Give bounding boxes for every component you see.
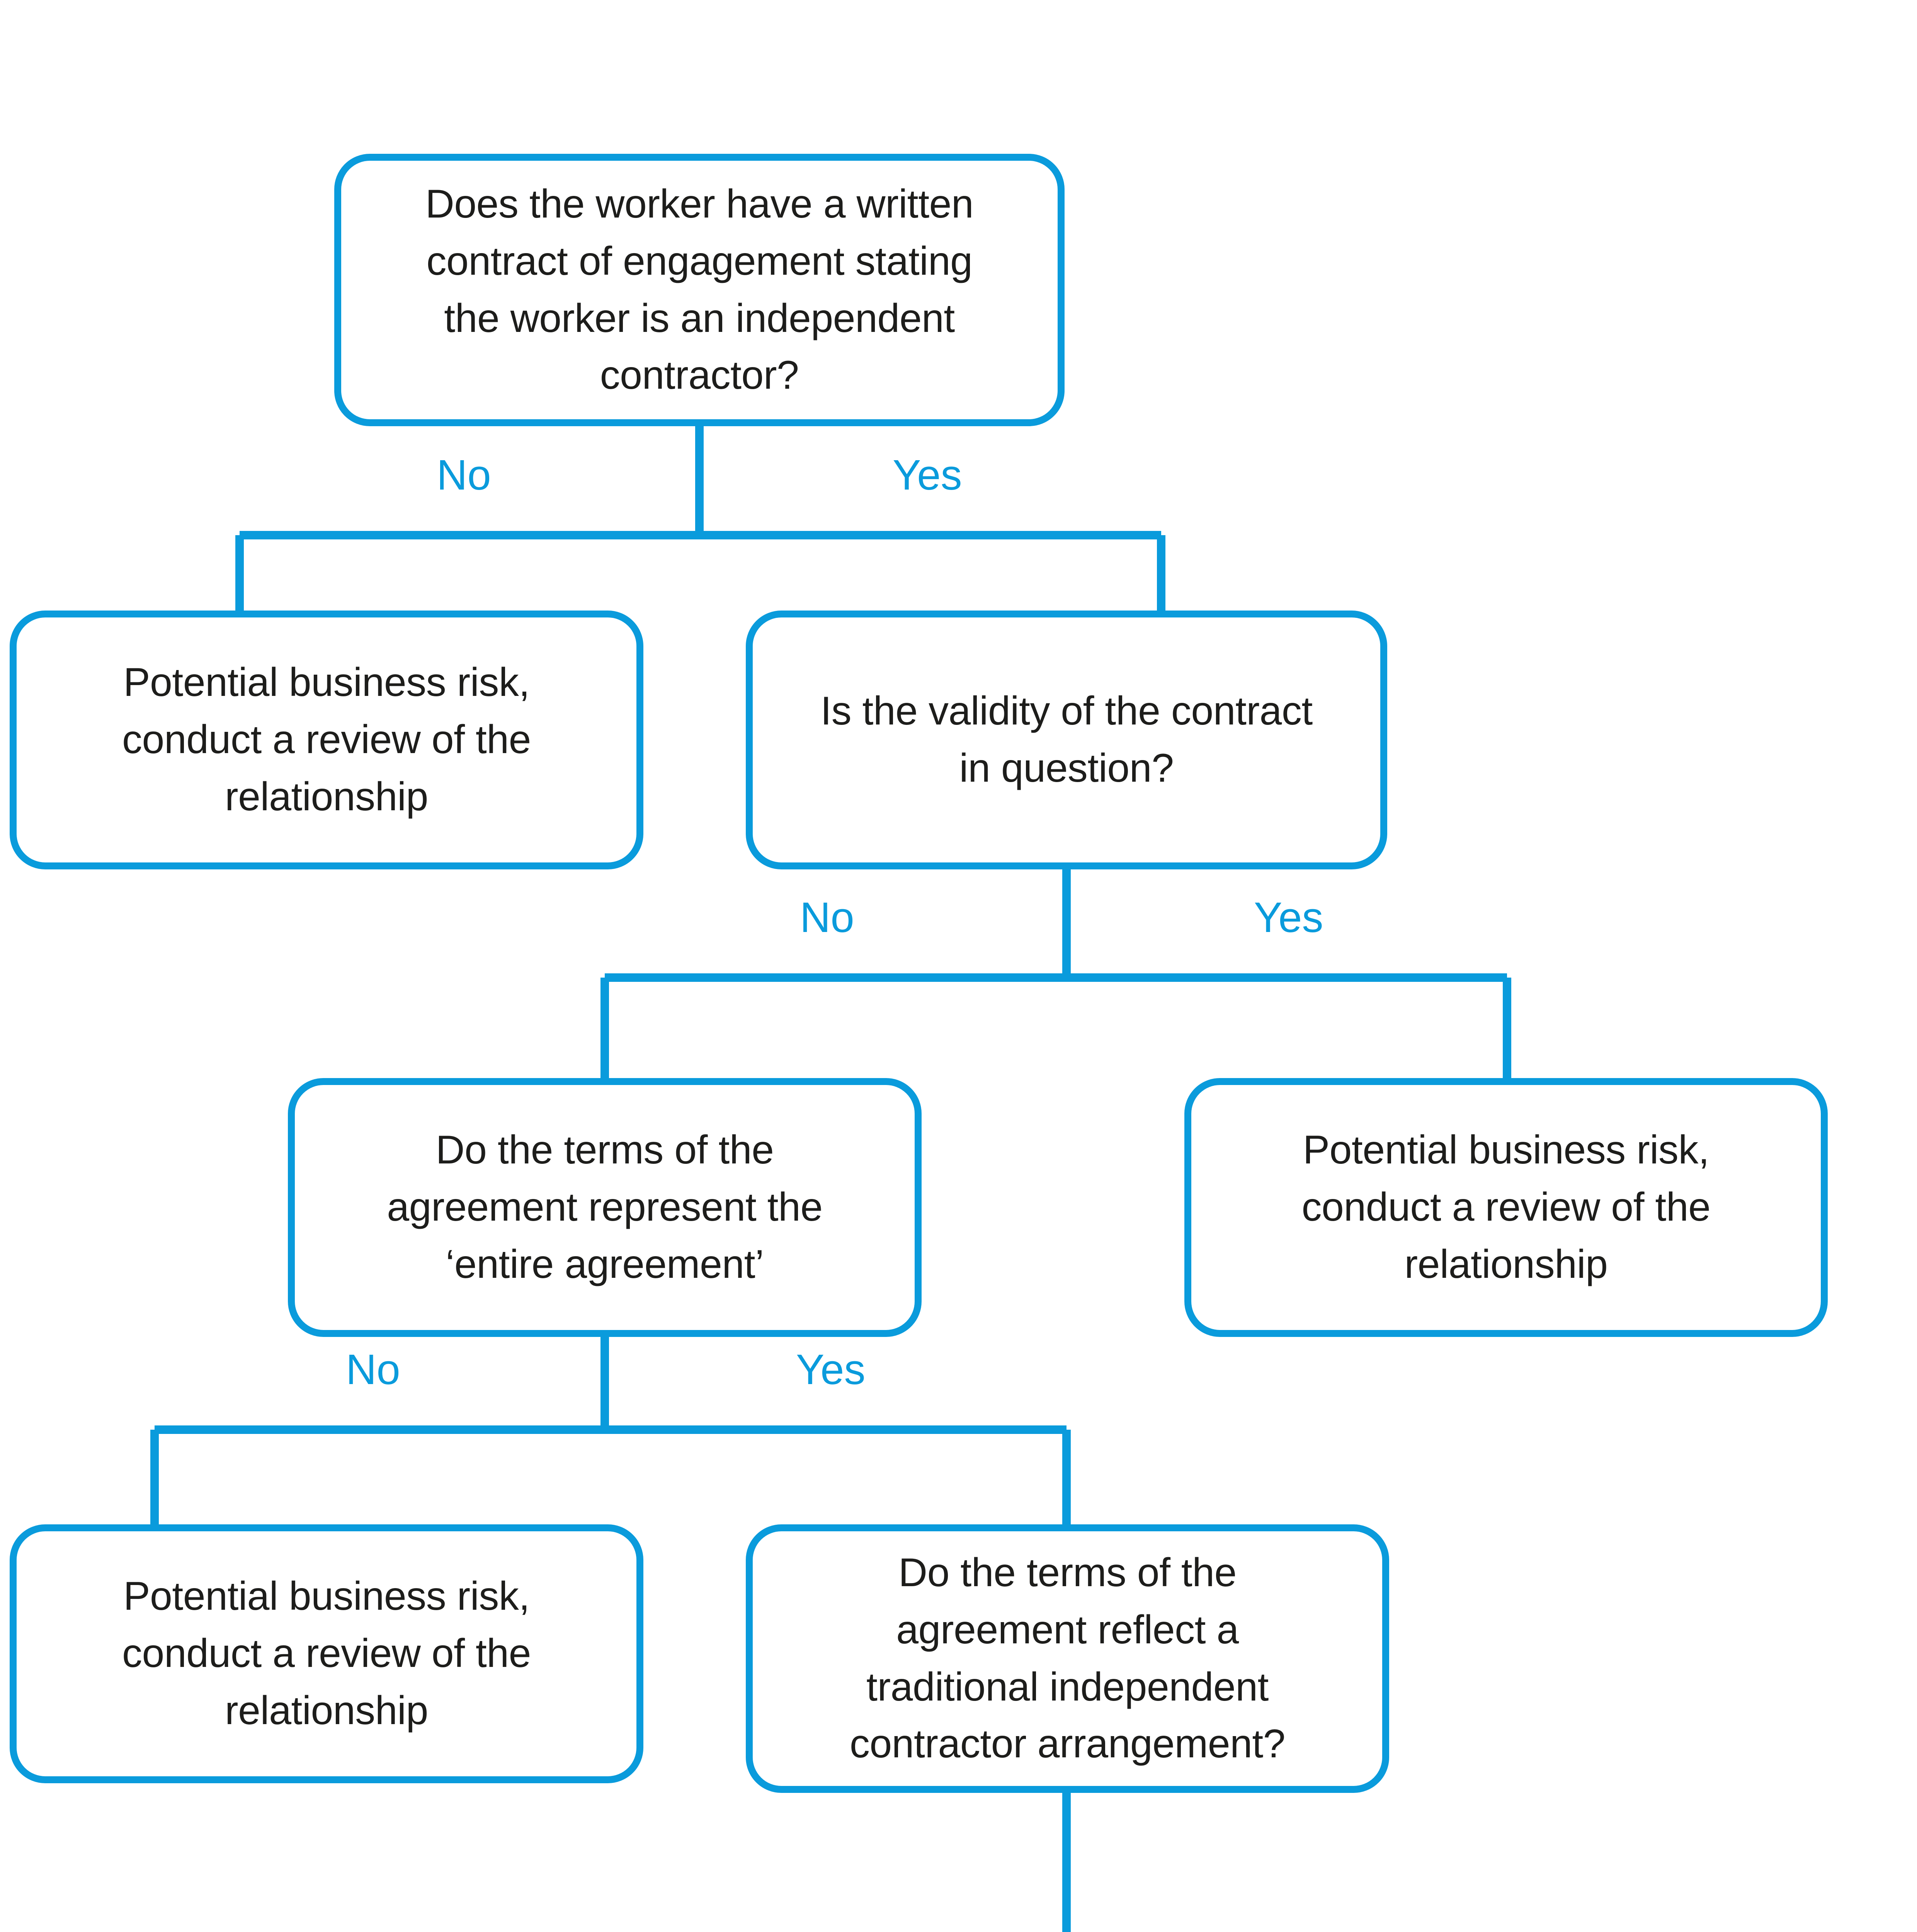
node-q1-label: Does the worker have a written contract …	[425, 182, 974, 398]
node-r2-label: Potential business risk, conduct a revie…	[1301, 1128, 1711, 1287]
edge-label-q3-no: No	[346, 1346, 400, 1393]
edge-label-q3-yes: Yes	[796, 1346, 866, 1393]
node-r2-business-risk[interactable]: Potential business risk, conduct a revie…	[1184, 1078, 1828, 1337]
node-q4-label: Do the terms of the agreement reflect a …	[849, 1550, 1286, 1767]
node-q1-written-contract[interactable]: Does the worker have a written contract …	[334, 154, 1065, 426]
node-q4-traditional-arrangement[interactable]: Do the terms of the agreement reflect a …	[746, 1524, 1389, 1793]
node-q3-entire-agreement[interactable]: Do the terms of the agreement represent …	[288, 1078, 922, 1337]
edge-label-q1-no: No	[437, 451, 491, 499]
node-r3-label: Potential business risk, conduct a revie…	[122, 1574, 531, 1733]
edge-label-q2-yes: Yes	[1254, 894, 1323, 941]
node-q3-label: Do the terms of the agreement represent …	[387, 1128, 823, 1287]
node-r3-business-risk[interactable]: Potential business risk, conduct a revie…	[10, 1524, 643, 1783]
node-r1-business-risk[interactable]: Potential business risk, conduct a revie…	[10, 611, 643, 869]
node-q2-label: Is the validity of the contract in quest…	[820, 689, 1313, 791]
node-q2-contract-validity[interactable]: Is the validity of the contract in quest…	[746, 611, 1387, 869]
node-r1-label: Potential business risk, conduct a revie…	[122, 660, 531, 819]
edge-label-q2-no: No	[800, 894, 854, 941]
edge-label-q1-yes: Yes	[893, 451, 962, 499]
